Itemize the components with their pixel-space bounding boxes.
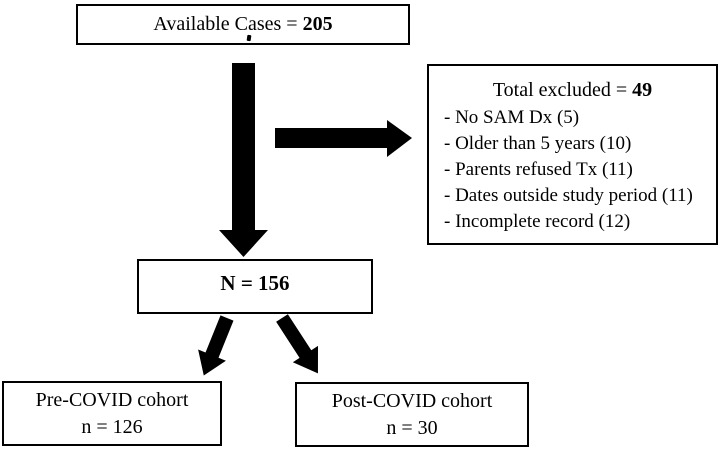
stray-mark [246,34,252,42]
down-left-arrow [198,315,234,376]
post-covid-n: n = 30 [386,416,438,439]
excluded-reason-item: - No SAM Dx (5) [444,107,580,128]
excluded-title-value: 49 [632,79,653,101]
available-cases-label: Available Cases = 205 [153,13,332,36]
post-covid-label: Post-COVID cohort n = 30 [332,388,493,442]
pre-covid-n: n = 126 [81,415,143,438]
included-n-label: N = 156 [220,270,290,295]
right-arrow [275,120,412,157]
excluded-reasons-list: - No SAM Dx (5) - Older than 5 years (10… [429,105,716,235]
excluded-reason-item: - Incomplete record (12) [444,211,631,232]
excluded-title-text: Total excluded = [492,79,633,101]
available-cases-value: 205 [302,13,333,35]
excluded-reason-item: - Older than 5 years (10) [444,133,632,154]
pre-covid-title: Pre-COVID cohort [35,388,189,411]
excluded-reason-item: - Dates outside study period (11) [444,185,693,206]
available-cases-text: Available Cases = [153,13,303,35]
excluded-reason-item: - Parents refused Tx (11) [444,159,633,180]
post-covid-box: Post-COVID cohort n = 30 [295,382,529,447]
included-n-box: N = 156 [137,259,373,314]
available-cases-box: Available Cases = 205 [76,4,410,45]
pre-covid-label: Pre-COVID cohort n = 126 [36,387,189,441]
down-right-arrow [276,314,318,374]
excluded-box: Total excluded = 49 - No SAM Dx (5) - Ol… [427,64,718,245]
excluded-title: Total excluded = 49 [429,78,716,102]
down-arrow [219,63,268,257]
pre-covid-box: Pre-COVID cohort n = 126 [2,381,222,446]
post-covid-title: Post-COVID cohort [331,389,493,412]
